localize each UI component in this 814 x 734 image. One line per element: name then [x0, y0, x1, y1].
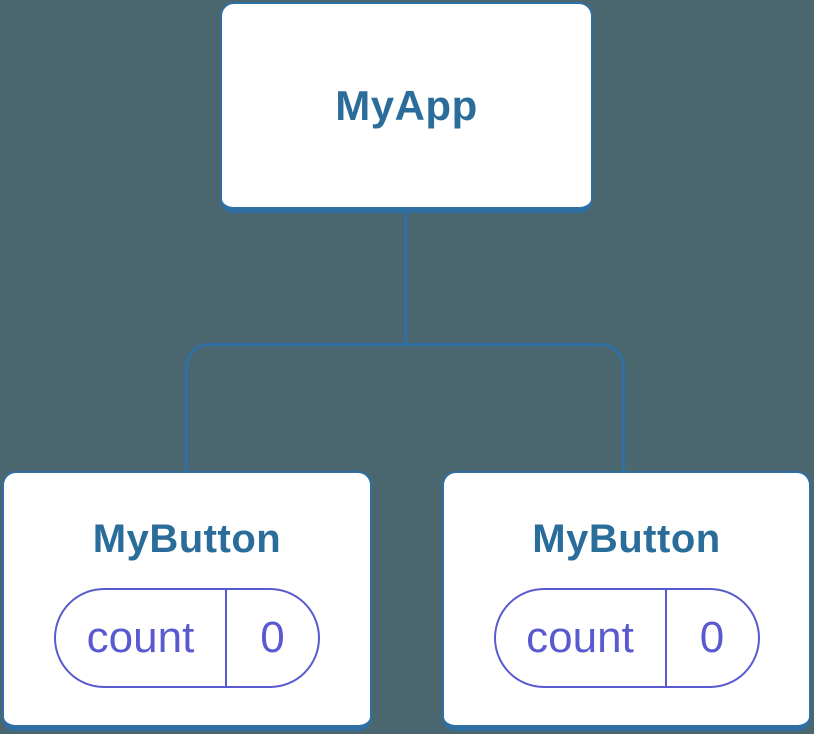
node-myapp-title: MyApp: [335, 81, 478, 129]
state-value: 0: [225, 590, 318, 686]
node-mybutton-left: MyButton count 0: [2, 471, 372, 731]
node-myapp: MyApp: [220, 2, 593, 213]
state-label: count: [526, 613, 634, 662]
node-mybutton-left-title: MyButton: [92, 517, 282, 561]
node-mybutton-right-title: MyButton: [532, 517, 721, 561]
state-pill-left: count 0: [54, 588, 320, 688]
connector-stem: [404, 213, 407, 345]
state-value: 0: [664, 590, 758, 686]
node-mybutton-right: MyButton count 0: [442, 471, 811, 731]
state-pill-right: count 0: [493, 588, 760, 688]
state-label: count: [86, 613, 195, 662]
connector-bracket: [185, 343, 625, 471]
